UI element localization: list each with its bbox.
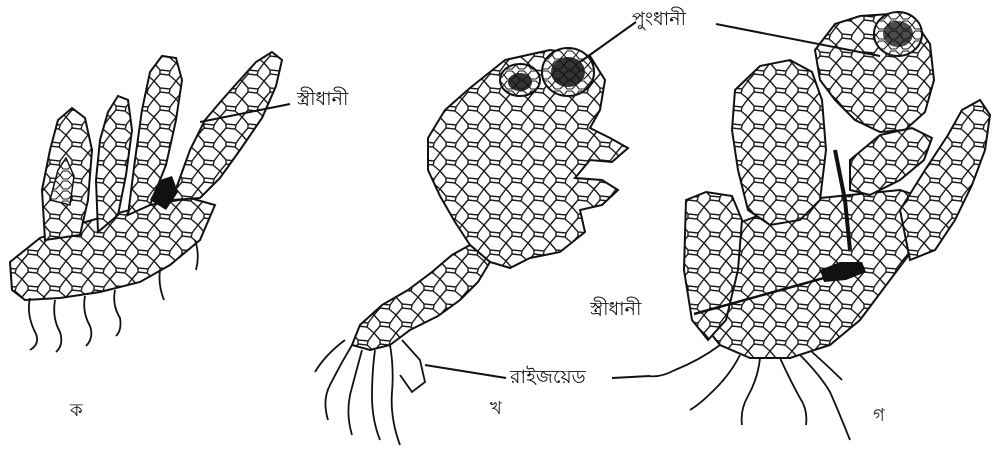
archegonium-label-a: স্ত্রীধানী (297, 90, 348, 109)
rhizoid-leader-c (612, 376, 650, 378)
rhizoid-label: রাইজয়েড (510, 368, 586, 387)
panel-label-ga: গ (873, 407, 885, 425)
archegonium-label-c: স্ত্রীধানী (590, 300, 641, 319)
antheridium-leader-b (580, 22, 636, 62)
panel-label-kha: খ (490, 400, 502, 418)
rhizoid-leader (425, 365, 506, 378)
panel-ga-thallus (648, 12, 990, 440)
panel-ka-thallus (10, 52, 282, 352)
panel-label-ka: ক (70, 402, 83, 420)
antheridium-label: পুংধানী (632, 10, 686, 29)
